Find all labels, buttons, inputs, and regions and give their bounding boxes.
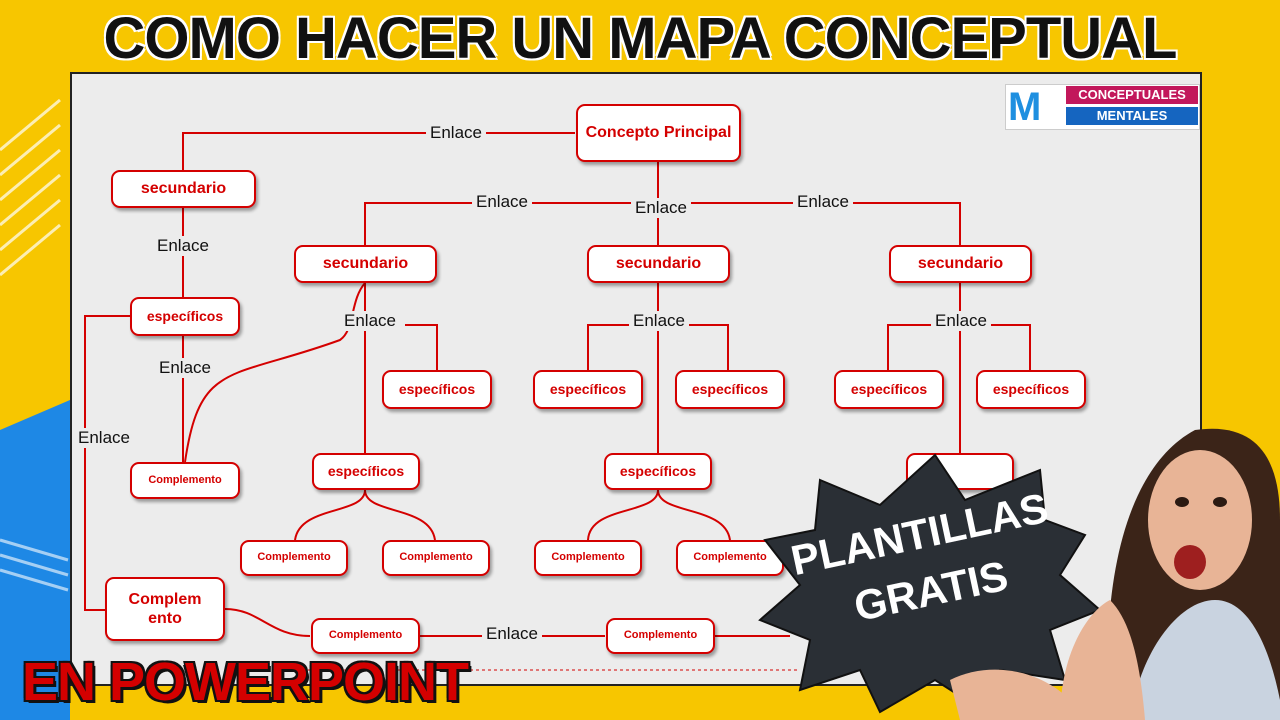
- link-label: Enlace: [153, 236, 213, 256]
- secondary-node[interactable]: secundario: [294, 245, 437, 283]
- complement-node-large[interactable]: Complem ento: [105, 577, 225, 641]
- complement-node[interactable]: Complemento: [606, 618, 715, 654]
- secondary-node[interactable]: secundario: [889, 245, 1032, 283]
- specific-node[interactable]: específicos: [976, 370, 1086, 409]
- link-label: Enlace: [631, 198, 691, 218]
- specific-node[interactable]: específicos: [834, 370, 944, 409]
- secondary-node[interactable]: secundario: [587, 245, 730, 283]
- specific-node[interactable]: específicos: [382, 370, 492, 409]
- link-label: Enlace: [931, 311, 991, 331]
- specific-node[interactable]: específicos: [130, 297, 240, 336]
- link-label: Enlace: [482, 624, 542, 644]
- headline: COMO HACER UN MAPA CONCEPTUAL: [103, 6, 1178, 71]
- footer-title: EN POWERPOINT: [22, 652, 469, 712]
- link-label: Enlace: [629, 311, 689, 331]
- brand-logo[interactable]: M CONCEPTUALES MENTALES: [1005, 84, 1200, 130]
- complement-node[interactable]: Complemento: [311, 618, 420, 654]
- complement-node[interactable]: Complemento: [130, 462, 240, 499]
- link-label: Enlace: [426, 123, 486, 143]
- logo-line-1: CONCEPTUALES: [1066, 86, 1198, 104]
- logo-mark: M: [1008, 85, 1042, 129]
- link-label: Enlace: [74, 428, 134, 448]
- link-label: Enlace: [793, 192, 853, 212]
- secondary-node[interactable]: secundario: [111, 170, 256, 208]
- main-concept-node[interactable]: Concepto Principal: [576, 104, 741, 162]
- link-label: Enlace: [472, 192, 532, 212]
- specific-node[interactable]: específicos: [312, 453, 420, 490]
- complement-node[interactable]: Complemento: [382, 540, 490, 576]
- logo-line-2: MENTALES: [1066, 107, 1198, 125]
- complement-node[interactable]: Complemento: [240, 540, 348, 576]
- specific-node[interactable]: específicos: [604, 453, 712, 490]
- link-label: Enlace: [340, 311, 400, 331]
- specific-node[interactable]: específicos: [533, 370, 643, 409]
- complement-node[interactable]: Complemento: [534, 540, 642, 576]
- specific-node[interactable]: específicos: [675, 370, 785, 409]
- link-label: Enlace: [155, 358, 215, 378]
